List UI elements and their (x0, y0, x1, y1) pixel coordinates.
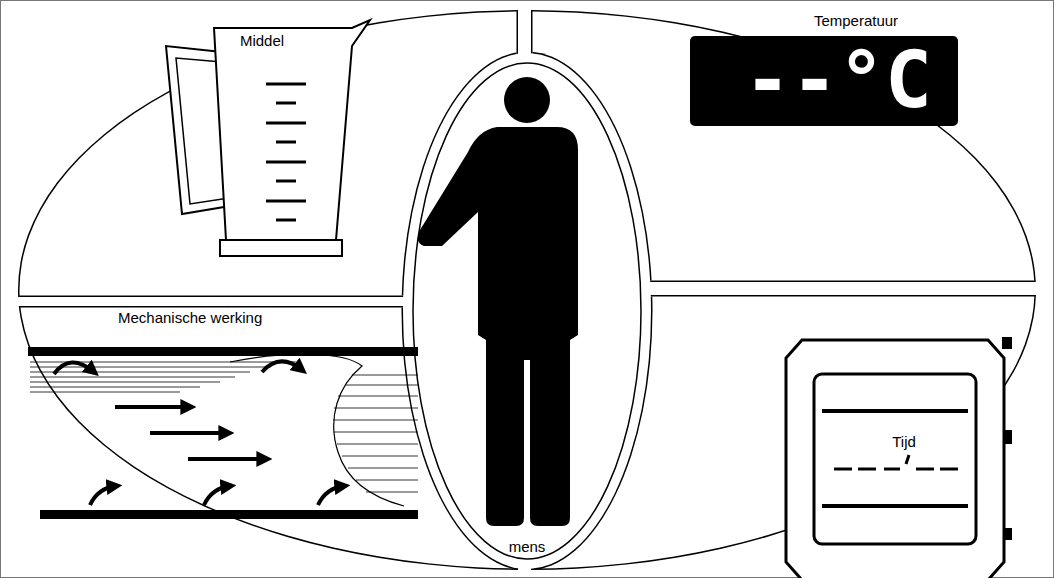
region-label: Mechanische werking (118, 310, 262, 325)
region-label: mens (509, 539, 546, 554)
center-ellipse-shape (413, 63, 641, 559)
region-label: Temperatuur (814, 13, 898, 28)
region-label: Middel (240, 33, 284, 48)
region-label: Tijd (892, 434, 916, 449)
center-ellipse: mens (412, 62, 642, 560)
ellipse-outline (412, 62, 642, 560)
display-readout: --°C (744, 41, 932, 119)
